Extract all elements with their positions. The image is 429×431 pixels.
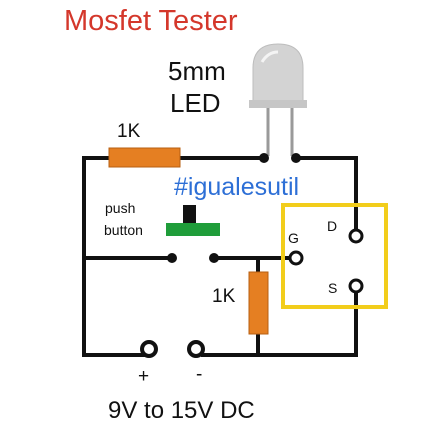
source-pin-label: S bbox=[328, 280, 337, 296]
push-button-component bbox=[166, 205, 220, 236]
diagram-title: Mosfet Tester bbox=[64, 5, 238, 37]
top-resistor-label: 1K bbox=[117, 121, 141, 142]
gate-resistor bbox=[248, 271, 269, 335]
led-name-label: LED bbox=[170, 88, 221, 118]
mosfet-box bbox=[281, 203, 388, 309]
gate-pin-label: G bbox=[288, 230, 299, 246]
led-size-label: 5mm bbox=[168, 56, 226, 86]
push-button-label-line1: push bbox=[105, 200, 135, 216]
supply-voltage-label: 9V to 15V DC bbox=[108, 397, 255, 424]
gate-resistor-label: 1K bbox=[212, 286, 236, 307]
led-component bbox=[249, 43, 307, 156]
supply-minus-label: - bbox=[196, 364, 202, 385]
drain-pin-label: D bbox=[327, 218, 337, 234]
supply-plus-label: + bbox=[138, 366, 149, 387]
top-resistor bbox=[108, 147, 181, 168]
push-button-label-line2: button bbox=[104, 222, 143, 238]
terminals bbox=[140, 153, 364, 358]
watermark-text: #igualesutil bbox=[174, 173, 299, 201]
